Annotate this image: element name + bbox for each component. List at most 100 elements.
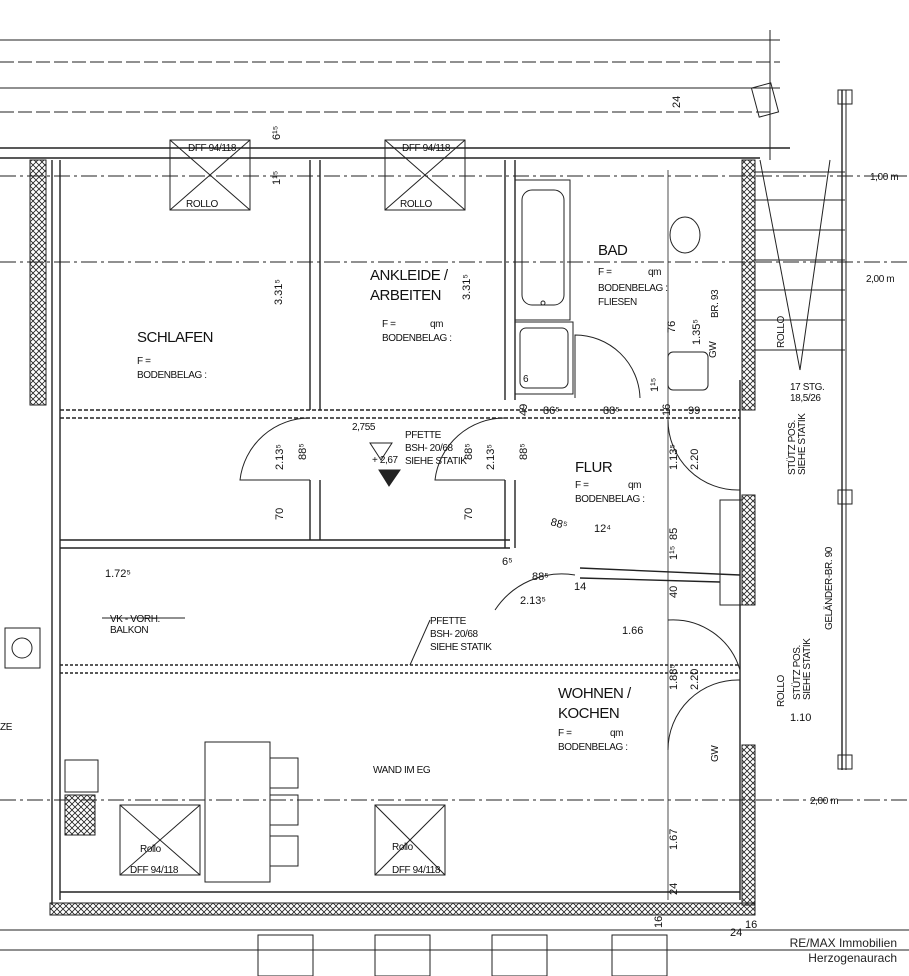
dimension: 24	[730, 927, 742, 939]
rollo-label: ROLLO	[186, 199, 219, 210]
area-label: F =	[137, 356, 151, 367]
dff-label: DFF 94/118	[392, 865, 441, 876]
floor-label: BODENBELAG :	[598, 283, 668, 294]
exterior-walls	[4, 159, 756, 916]
area-label: F =	[558, 728, 572, 739]
room-ankleide: ANKLEIDE /	[370, 267, 449, 284]
level-value: + 2,67	[372, 455, 399, 466]
roof-lines	[0, 30, 909, 951]
rollo-label: Rollo	[392, 842, 414, 853]
dimension: 1.66	[622, 625, 643, 637]
dimension: 2.20	[689, 449, 701, 470]
dimension: 88⁵	[532, 571, 549, 583]
unit-label: qm	[430, 319, 443, 330]
area-label: F =	[382, 319, 396, 330]
pfette-label: PFETTE	[405, 430, 442, 441]
room-labels: SCHLAFEN ANKLEIDE / ARBEITEN BAD FLUR WO…	[137, 242, 668, 753]
annotations: PFETTE BSH- 20/68 SIEHE STATIK PFETTE BS…	[0, 289, 835, 776]
wand-label: WAND IM EG	[373, 765, 431, 776]
gw-label: GW	[710, 745, 721, 762]
dimension: 1¹⁵	[668, 546, 680, 560]
balkon-label: VK - VORH.	[110, 614, 160, 625]
dimension: 16	[661, 404, 673, 416]
ze-label: ZE	[0, 722, 13, 733]
stairs-label: 18,5/26	[790, 393, 821, 404]
dimension: 49	[518, 404, 530, 416]
floor-label: BODENBELAG :	[382, 333, 452, 344]
dimension: 1.88⁵	[668, 664, 680, 690]
dimension: 6¹⁵	[271, 126, 283, 140]
dimension: 2.13⁵	[485, 444, 497, 470]
level-marker-open	[369, 442, 393, 461]
dimension: 2.20	[689, 669, 701, 690]
toilet	[669, 216, 701, 254]
unit-label: qm	[610, 728, 623, 739]
dimension: 1.72⁵	[105, 568, 131, 580]
interior-walls	[51, 160, 741, 905]
pfette-label: PFETTE	[430, 616, 467, 627]
floor-label: BODENBELAG :	[558, 742, 628, 753]
dimension: 40	[668, 586, 680, 598]
dimension: 16	[745, 919, 757, 931]
unit-label: qm	[628, 480, 641, 491]
pfette-leader	[409, 619, 431, 666]
dimension: 1.10	[790, 712, 811, 724]
gelaender-label: GELÄNDER-BR. 90	[823, 546, 835, 630]
dimension: 12⁴	[594, 523, 611, 535]
dimension: 1¹⁵	[271, 171, 283, 185]
floor-label: BODENBELAG :	[137, 370, 207, 381]
dimension: 88⁵	[549, 516, 568, 532]
pfette-label: SIEHE STATIK	[430, 642, 492, 653]
dimensions: 6¹⁵ 1¹⁵ 3.31⁵ 3.31⁵ 24 88⁵ 2.13⁵ 70 88⁵ …	[105, 96, 811, 939]
dimension: 88⁵	[297, 443, 309, 460]
rollo-label: ROLLO	[776, 315, 787, 348]
room-wohnen: WOHNEN /	[558, 685, 632, 702]
shower-label: 6	[523, 374, 529, 385]
level-line-label: 1,00 m	[870, 172, 898, 183]
dimension: 88⁵	[603, 405, 620, 417]
rollo-label: ROLLO	[776, 674, 787, 707]
floor-label: BODENBELAG :	[575, 494, 645, 505]
chimney	[11, 637, 33, 659]
dimension: 85	[668, 528, 680, 540]
level-line-label: 2,00 m	[810, 796, 838, 807]
dimension: 24	[671, 96, 683, 108]
dimension: 14	[574, 581, 586, 593]
br-label: BR. 93	[710, 289, 721, 318]
room-schlafen: SCHLAFEN	[137, 329, 213, 346]
stuetz-label: SIEHE STATIK	[802, 638, 813, 700]
room-bad: BAD	[598, 242, 628, 259]
level-marker-filled	[378, 469, 401, 487]
dimension: 2.13⁵	[520, 595, 546, 607]
dimension: 3.31⁵	[461, 274, 473, 300]
dimension: 88⁵	[518, 443, 530, 460]
dimension: 6⁵	[502, 556, 513, 568]
watermark-line: RE/MAX Immobilien	[789, 936, 897, 950]
gw-label: GW	[708, 341, 719, 358]
floor-value: FLIESEN	[598, 297, 637, 308]
washbasin	[667, 351, 709, 391]
stairs	[750, 82, 853, 770]
pfette-label: BSH- 20/68	[405, 443, 454, 454]
dimension: 16	[653, 916, 665, 928]
dimension: 1.13⁵	[668, 444, 680, 470]
level-line-label: 2,00 m	[866, 274, 894, 285]
pfette-label: SIEHE STATIK	[405, 456, 467, 467]
stuetz-label: STÜTZ POS.	[786, 420, 798, 475]
room-arbeiten: ARBEITEN	[370, 287, 441, 304]
bathtub	[514, 179, 574, 395]
dimension: 1¹⁵	[649, 378, 661, 392]
watermark-line: Herzogenaurach	[808, 951, 897, 965]
balkon-label: BALKON	[110, 625, 148, 636]
dimension: 70	[274, 508, 286, 520]
rollo-label: ROLLO	[400, 199, 433, 210]
skylight-windows	[119, 139, 668, 976]
area-label: F =	[575, 480, 589, 491]
dimension: 3.31⁵	[273, 279, 285, 305]
room-flur: FLUR	[575, 459, 613, 476]
dimension: 76	[666, 321, 678, 333]
stairs-label: 17 STG.	[790, 382, 824, 393]
dimension: 1.67	[668, 829, 680, 850]
watermark: RE/MAX Immobilien Herzogenaurach	[790, 936, 897, 966]
